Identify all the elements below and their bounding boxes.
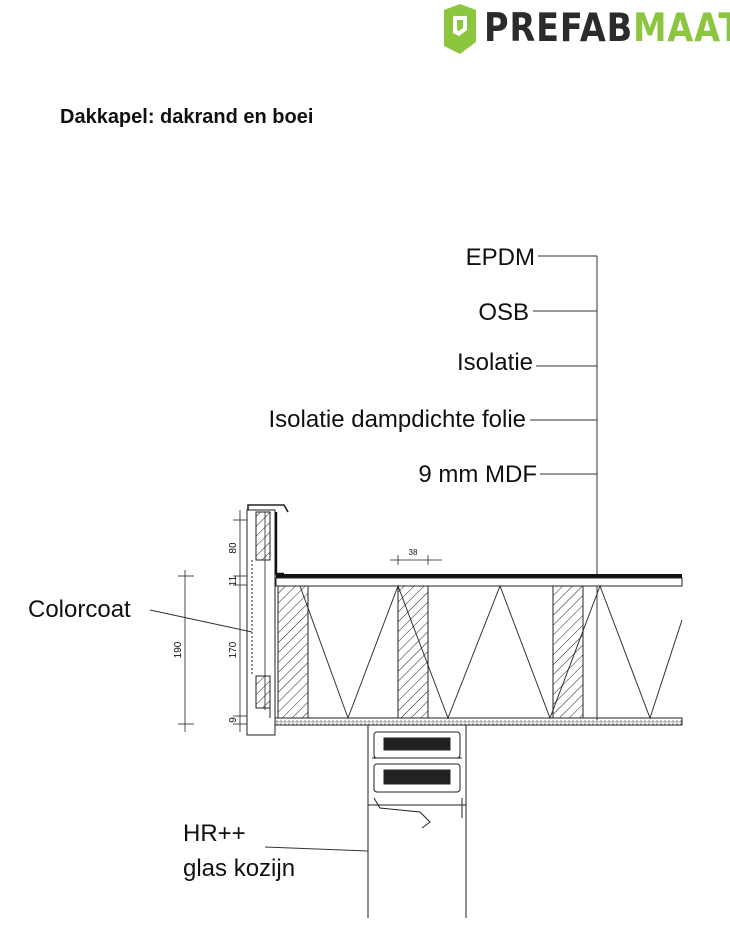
dim-170: 170 xyxy=(228,641,239,658)
fascia-board xyxy=(246,504,289,736)
dim-190: 190 xyxy=(173,641,184,658)
label-mdf: 9 mm MDF xyxy=(418,461,537,488)
label-colorcoat: Colorcoat xyxy=(28,596,131,623)
osb-layer xyxy=(275,577,683,587)
vertical-dimensions xyxy=(178,510,247,732)
dimension-38 xyxy=(390,555,442,565)
label-glas-kozijn: glas kozijn xyxy=(183,855,295,882)
roof-section xyxy=(269,574,683,726)
mdf-layer xyxy=(269,717,683,726)
dim-80: 80 xyxy=(228,542,239,554)
dim-11: 11 xyxy=(228,575,239,586)
brand-logo: PREFABMAAT xyxy=(440,2,730,60)
colorcoat-leader xyxy=(149,609,253,633)
house-badge-icon xyxy=(444,4,476,54)
brand-name-part1: PREFAB xyxy=(484,6,634,51)
dim-38: 38 xyxy=(409,548,418,557)
epdm-layer xyxy=(276,574,682,578)
label-isolatie: Isolatie xyxy=(457,349,533,376)
layer-leader-lines xyxy=(530,255,598,720)
page-title: Dakkapel: dakrand en boei xyxy=(60,106,314,128)
brand-name-part2: MAAT xyxy=(633,6,730,51)
rafter-3 xyxy=(552,585,584,719)
label-epdm: EPDM xyxy=(466,244,535,271)
label-osb: OSB xyxy=(478,299,529,326)
kozijn-leader xyxy=(264,846,369,852)
dim-9: 9 xyxy=(228,717,239,723)
rafter-2 xyxy=(397,585,429,719)
label-hr-plus-plus: HR++ xyxy=(183,820,246,847)
rafter-1 xyxy=(277,585,309,719)
label-dampdichte-folie: Isolatie dampdichte folie xyxy=(269,406,526,433)
insulation-pattern xyxy=(299,584,683,720)
window-frame xyxy=(367,724,467,918)
brand-wordmark: PREFABMAAT xyxy=(484,6,730,51)
